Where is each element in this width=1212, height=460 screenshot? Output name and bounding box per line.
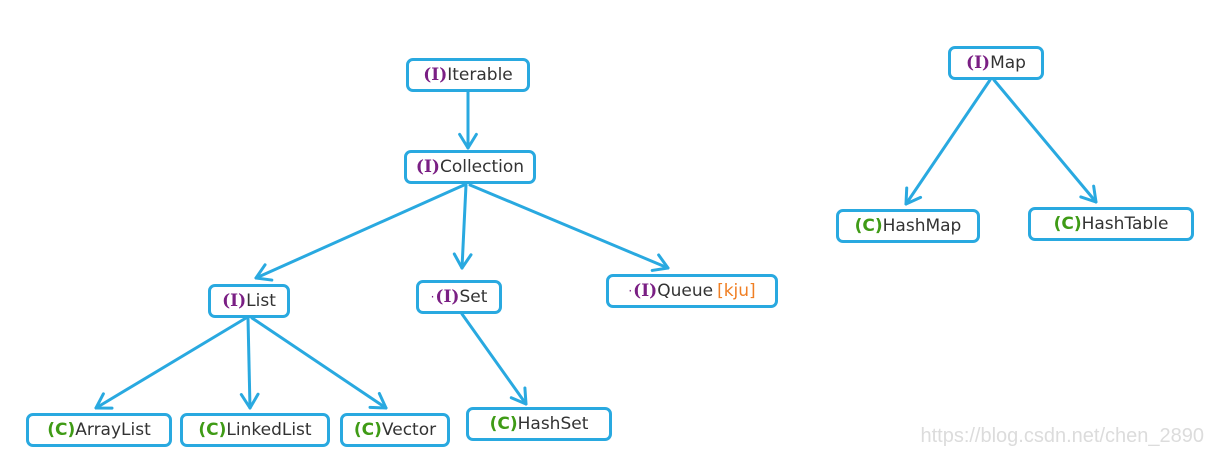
arrowhead-icon <box>509 386 528 406</box>
node-label: HashSet <box>517 414 589 434</box>
interface-prefix: (I) <box>415 157 440 177</box>
interface-prefix: (I) <box>633 281 658 301</box>
node-label: HashMap <box>882 216 962 236</box>
node-hashset: (C) HashSet <box>466 407 612 441</box>
edge-list-to-linkedlist <box>239 316 260 410</box>
interface-prefix: (I) <box>222 291 247 311</box>
node-vector: (C) Vector <box>340 413 450 447</box>
edge-list-to-vector <box>250 316 388 410</box>
node-label: Set <box>459 287 488 307</box>
arrowhead-icon <box>239 392 260 410</box>
node-linkedlist: (C) LinkedList <box>180 413 330 447</box>
node-set: · (I) Set <box>416 280 502 314</box>
arrowhead-icon <box>1079 184 1098 204</box>
node-label: Map <box>990 53 1026 73</box>
arrowhead-icon <box>452 252 473 270</box>
node-hashtable: (C) HashTable <box>1028 207 1194 241</box>
edge-collection-to-list <box>254 183 466 282</box>
node-label: List <box>246 291 276 311</box>
bullet-dot: · <box>430 290 435 304</box>
arrowhead-icon <box>650 253 670 272</box>
node-label: LinkedList <box>226 420 312 440</box>
edge-map-to-hashmap <box>904 78 992 206</box>
class-prefix: (C) <box>489 414 518 434</box>
node-queue: · (I) Queue [kju] <box>606 274 778 308</box>
interface-prefix: (I) <box>966 53 991 73</box>
arrowhead-icon <box>254 263 274 282</box>
class-prefix: (C) <box>353 420 382 440</box>
interface-prefix: (I) <box>435 287 460 307</box>
edge-collection-to-queue <box>468 183 670 272</box>
interface-prefix: (I) <box>423 65 448 85</box>
watermark: https://blog.csdn.net/chen_2890 <box>920 425 1204 447</box>
node-label: Iterable <box>447 65 513 85</box>
node-label: Collection <box>439 157 525 177</box>
class-prefix: (C) <box>47 420 76 440</box>
node-label: Vector <box>381 420 437 440</box>
edge-iterable-to-collection <box>458 90 478 150</box>
node-arraylist: (C) ArrayList <box>26 413 172 447</box>
arrowhead-icon <box>368 391 388 410</box>
edge-map-to-hashtable <box>992 78 1098 204</box>
node-hashmap: (C) HashMap <box>836 209 980 243</box>
edge-set-to-hashset <box>460 312 528 406</box>
node-list: (I) List <box>208 284 290 318</box>
class-prefix: (C) <box>1053 214 1082 234</box>
arrowhead-icon <box>458 132 478 150</box>
node-collection: (I) Collection <box>404 150 536 184</box>
edge-list-to-arraylist <box>94 316 248 410</box>
arrowhead-icon <box>94 392 114 410</box>
class-prefix: (C) <box>198 420 227 440</box>
bullet-dot: · <box>628 284 633 298</box>
node-iterable: (I) Iterable <box>406 58 530 92</box>
edge-collection-to-set <box>452 183 473 270</box>
node-label: Queue <box>657 281 714 301</box>
class-prefix: (C) <box>854 216 883 236</box>
arrowhead-icon <box>904 186 923 206</box>
node-map: (I) Map <box>948 46 1044 80</box>
pronunciation-hint: [kju] <box>717 281 756 301</box>
node-label: HashTable <box>1081 214 1169 234</box>
node-label: ArrayList <box>75 420 151 440</box>
